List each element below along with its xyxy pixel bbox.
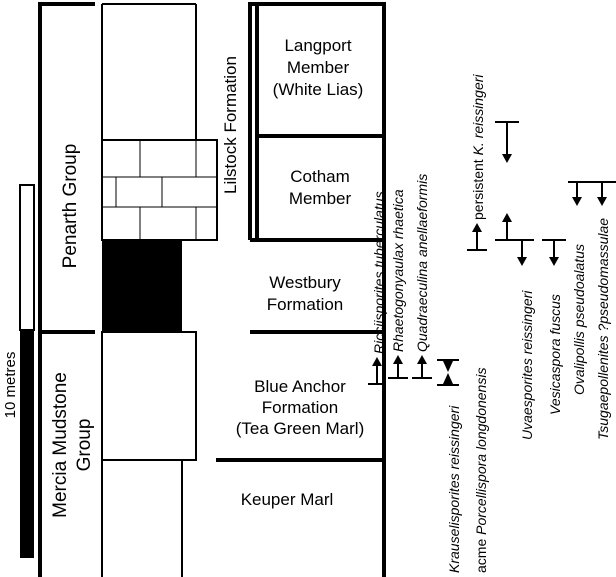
- formation-label-lilstock: Lilstock Formation: [221, 56, 240, 194]
- taxon-ovalipollis: Ovalipollis pseudoalatus: [571, 244, 587, 395]
- taxon-acme-prefix: acme: [473, 535, 489, 573]
- taxon-persistent-k-reissingeri: persistent K. reissingeri: [470, 74, 486, 220]
- taxon-acme-porcellispora: acme Porcellispora longdonensis: [473, 368, 489, 573]
- member-label-langport-line1: Langport: [284, 36, 351, 55]
- formation-label-keuper-marl: Keuper Marl: [241, 490, 334, 509]
- taxon-uvaesporites: Uvaesporites reissingeri: [519, 290, 535, 440]
- group-label-mercia-line2: Group: [74, 419, 95, 472]
- taxon-persistent-k: K. reissingeri: [470, 74, 486, 156]
- formation-label-blue-anchor-line1: Blue Anchor: [254, 377, 346, 396]
- formation-label-blue-anchor-line2: Formation: [262, 398, 339, 417]
- range-rhaetogonyaulax: [388, 355, 408, 379]
- range-vesicaspora: [542, 239, 566, 266]
- biostratigraphy-ranges: [368, 121, 616, 386]
- scale-bar-label: 10 metres: [2, 352, 19, 419]
- range-uvaesporites: [510, 239, 534, 266]
- formation-label-westbury-line1: Westbury: [269, 273, 341, 292]
- taxon-labels: Ricciisporites tuberculatus Rhaetogonyau…: [371, 74, 611, 573]
- lithology-westbury-shale: [102, 240, 182, 332]
- formation-label-westbury-line2: Formation: [267, 295, 344, 314]
- group-label-mercia-line1: Mercia Mudstone: [50, 372, 71, 518]
- member-label-cotham-line1: Cotham: [290, 167, 350, 186]
- taxon-porcellispora: Porcellispora longdonensis: [473, 368, 489, 535]
- member-label-langport-line3: (White Lias): [273, 80, 364, 99]
- taxon-rhaetogonyaulax: Rhaetogonyaulax rhaetica: [390, 189, 406, 352]
- member-label-cotham-line2: Member: [289, 189, 352, 208]
- formation-label-blue-anchor-line3: (Tea Green Marl): [236, 419, 364, 438]
- range-persistent-k-reissingeri: [467, 223, 487, 251]
- range-ovalipollis: [568, 181, 616, 206]
- scale-bar-lower-segment: [20, 330, 34, 558]
- range-porcellispora-acme: [495, 121, 519, 241]
- group-column: Penarth Group Mercia Mudstone Group: [38, 2, 95, 577]
- range-tsugaepollenites: [597, 182, 607, 206]
- taxon-krauselisporites: Krauselisporites reissingeri: [446, 405, 462, 573]
- formation-column: Lilstock Formation Langport Member (Whit…: [216, 2, 386, 577]
- lithology-column: [101, 3, 218, 577]
- group-label-penarth: Penarth Group: [60, 144, 81, 269]
- lithology-cotham-limestone-pattern: [101, 139, 218, 241]
- taxon-vesicaspora: Vesicaspora fuscus: [547, 294, 563, 415]
- range-ricciisporites: [368, 357, 386, 385]
- taxon-quadraeculina: Quadraeculina anellaeformis: [414, 174, 430, 352]
- scale-bar-upper-segment: [19, 184, 35, 331]
- scale-bar: 10 metres: [2, 184, 35, 558]
- taxon-ricciisporites: Ricciisporites tuberculatus: [371, 191, 387, 354]
- taxon-persistent-prefix: persistent: [470, 155, 486, 220]
- lithology-blue-anchor-mudstone: [101, 331, 197, 461]
- taxon-tsugaepollenites: Tsugaepollenites ?pseudomassulae: [595, 218, 611, 440]
- range-quadraeculina: [412, 355, 432, 379]
- range-krauselisporites: [437, 359, 459, 386]
- member-label-langport-line2: Member: [287, 58, 350, 77]
